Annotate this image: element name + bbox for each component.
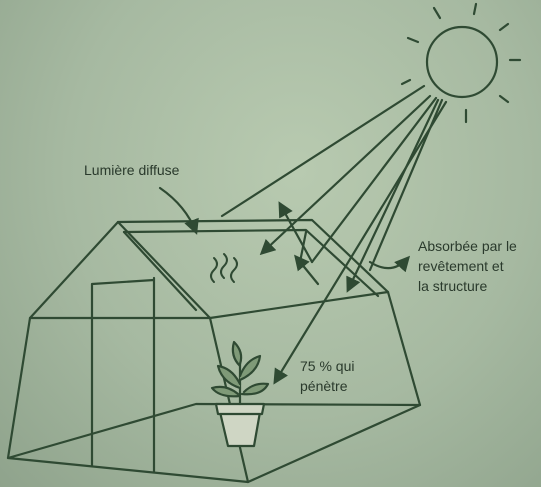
absorbed-pointer-arrow <box>368 255 411 273</box>
absorbed-label-line: la structure <box>418 278 488 294</box>
heat-waves-icon <box>210 253 238 283</box>
penetrating-label-line: 75 % qui <box>300 358 355 374</box>
potted-plant-icon <box>210 340 270 448</box>
sun-ray <box>310 96 438 264</box>
reflected-ray <box>278 201 314 264</box>
sun-ray <box>346 98 440 293</box>
reflected-ray <box>298 230 308 264</box>
roof-front-gable <box>28 220 212 320</box>
absorbed-label-line: Absorbée par le <box>418 238 517 254</box>
sun-ray <box>220 84 426 218</box>
penetrating-label-line: pénètre <box>300 378 348 394</box>
door <box>90 276 156 474</box>
sun-ray <box>273 100 448 385</box>
absorbed-label: Absorbée par le revêtement et la structu… <box>418 236 517 296</box>
front-wall <box>6 316 250 484</box>
absorbed-label-line: revêtement et <box>418 258 504 274</box>
diffuse-light-label: Lumière diffuse <box>84 162 180 178</box>
penetrating-label: 75 % qui pénètre <box>300 356 354 396</box>
sun-rays <box>220 84 448 385</box>
diffuse-pointer-arrow <box>158 186 199 235</box>
sun-icon <box>400 2 522 124</box>
sun-ray <box>259 94 432 256</box>
roof-slope <box>116 218 390 320</box>
